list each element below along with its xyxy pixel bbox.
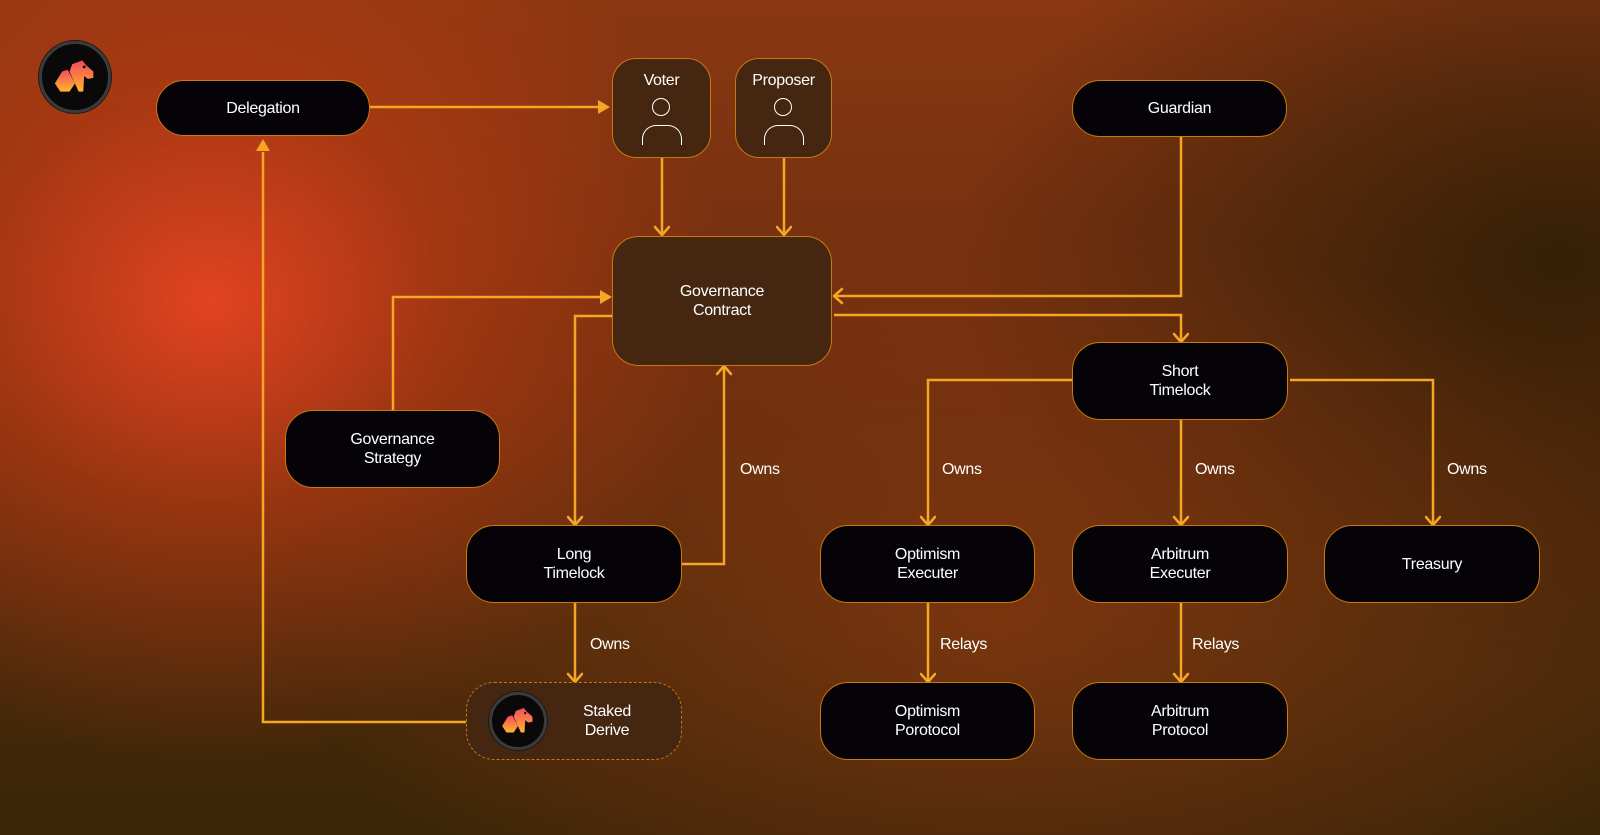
arrowhead-icon: [1424, 515, 1442, 527]
edge-guardian-governance: [834, 137, 1183, 298]
node-staked-derive[interactable]: Staked Derive: [466, 682, 682, 760]
derive-logo-icon: [502, 708, 533, 733]
arrowhead-icon: [775, 225, 793, 237]
node-arbitrum-protocol[interactable]: Arbitrum Protocol: [1072, 682, 1288, 760]
arrowhead-icon: [600, 290, 612, 304]
node-long-timelock[interactable]: Long Timelock: [466, 525, 682, 603]
arrowhead-icon: [256, 139, 270, 151]
user-icon: [641, 98, 682, 146]
edge-label-owns: Owns: [1447, 461, 1487, 478]
node-voter[interactable]: Voter: [612, 58, 711, 158]
node-guardian[interactable]: Guardian: [1072, 80, 1287, 137]
brand-logo: [39, 41, 111, 113]
node-label: Optimism Executer: [894, 546, 961, 582]
node-label: Treasury: [1401, 555, 1463, 573]
arrowhead-icon: [1172, 332, 1190, 344]
arrowhead-icon: [566, 672, 584, 684]
edge-long-governance: [682, 367, 726, 566]
edge-label-owns: Owns: [740, 461, 780, 478]
edge-label-relays: Relays: [1192, 636, 1240, 653]
edge-label-owns: Owns: [942, 461, 982, 478]
node-label: Delegation: [226, 99, 300, 117]
arrowhead-icon: [832, 287, 844, 305]
node-proposer[interactable]: Proposer: [735, 58, 832, 158]
arrowhead-icon: [919, 515, 937, 527]
edge-short-optimism: [926, 378, 1072, 524]
node-short-timelock[interactable]: Short Timelock: [1072, 342, 1288, 420]
edge-label-owns: Owns: [590, 636, 630, 653]
node-label: Guardian: [1147, 100, 1212, 117]
node-label: Voter: [643, 72, 680, 89]
derive-token-logo: [489, 692, 547, 750]
node-label: Long Timelock: [543, 546, 605, 582]
node-delegation[interactable]: Delegation: [156, 80, 370, 136]
edge-label-relays: Relays: [940, 636, 988, 653]
arrowhead-voter-icon: [598, 100, 610, 114]
arrowhead-icon: [715, 364, 733, 376]
node-label: Arbitrum Protocol: [1150, 703, 1210, 739]
edge-label-owns: Owns: [1195, 461, 1235, 478]
arrowhead-icon: [919, 672, 937, 684]
arrowhead-icon: [653, 225, 671, 237]
node-label: Optimism Porotocol: [894, 703, 961, 739]
arrowhead-icon: [566, 515, 584, 527]
edge-strategy-governance: [391, 295, 600, 410]
edge-governance-short: [834, 313, 1183, 341]
node-treasury[interactable]: Treasury: [1324, 525, 1540, 603]
node-label: Governance Strategy: [350, 431, 435, 467]
node-label: Arbitrum Executer: [1149, 546, 1211, 582]
node-label: Short Timelock: [1149, 363, 1211, 399]
node-governance-contract[interactable]: Governance Contract: [612, 236, 832, 366]
derive-logo-icon: [54, 60, 94, 92]
node-optimism-executer[interactable]: Optimism Executer: [820, 525, 1035, 603]
arrowhead-icon: [1172, 515, 1190, 527]
user-icon: [763, 98, 804, 146]
edge-short-treasury: [1290, 378, 1435, 524]
node-label: Staked Derive: [583, 703, 632, 739]
node-label: Governance Contract: [679, 283, 765, 319]
arrowhead-icon: [1172, 672, 1190, 684]
edge-governance-long: [573, 314, 612, 524]
node-optimism-protocol[interactable]: Optimism Porotocol: [820, 682, 1035, 760]
node-arbitrum-executer[interactable]: Arbitrum Executer: [1072, 525, 1288, 603]
node-label: Proposer: [752, 72, 815, 89]
node-governance-strategy[interactable]: Governance Strategy: [285, 410, 500, 488]
